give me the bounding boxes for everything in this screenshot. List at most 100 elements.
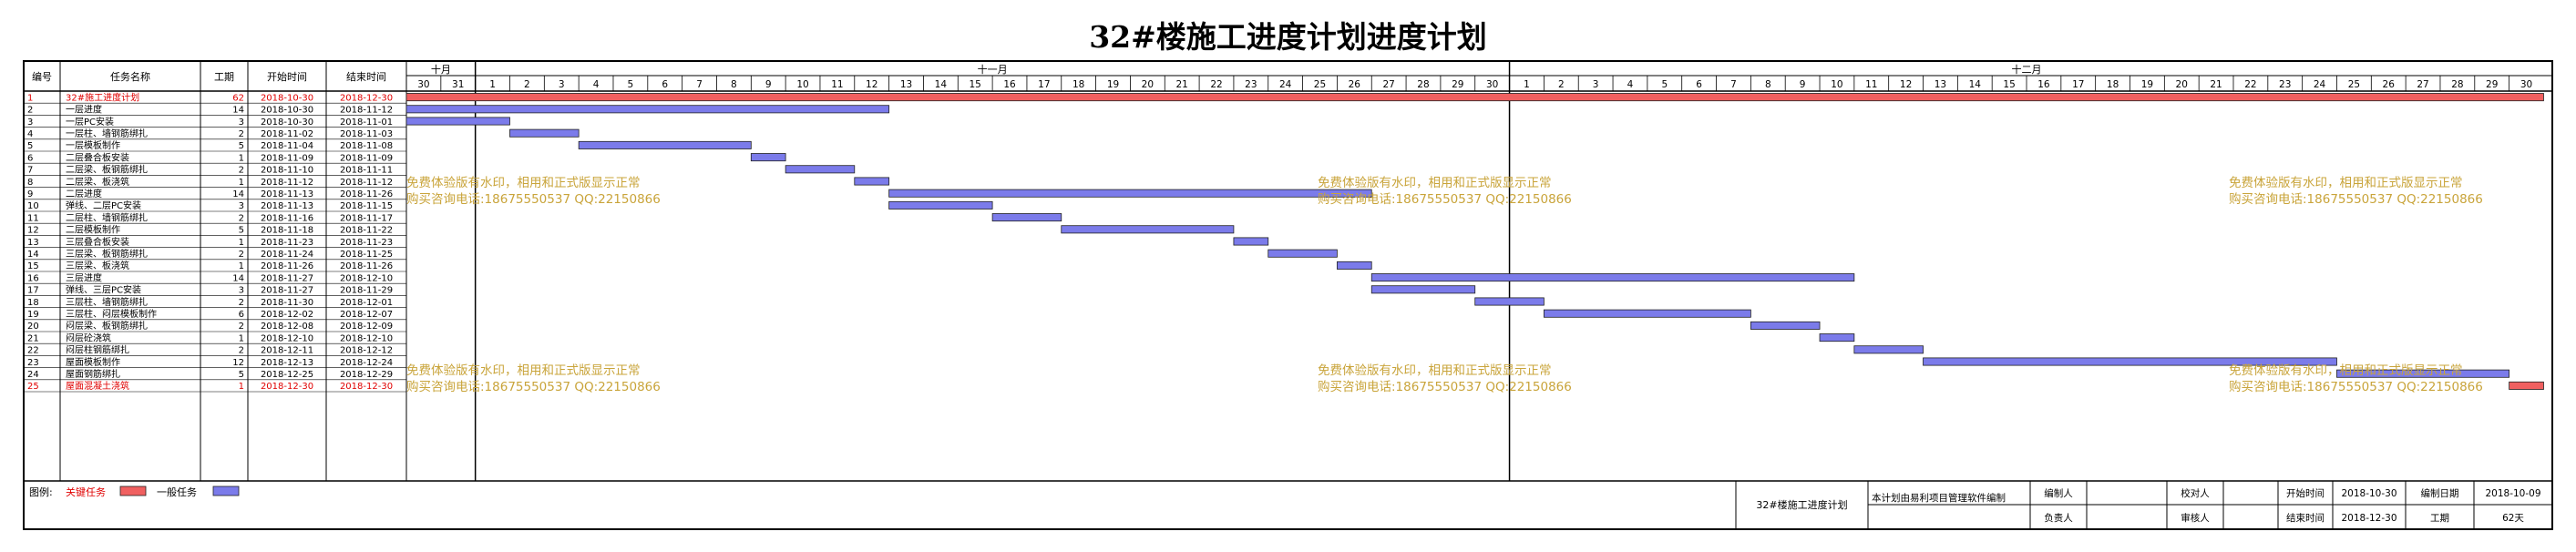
task-end: 2018-12-30 bbox=[340, 93, 393, 103]
gantt-bar bbox=[405, 105, 890, 114]
gantt-bar bbox=[1853, 345, 1924, 354]
task-start: 2018-12-08 bbox=[261, 322, 313, 332]
day-label: 13 bbox=[900, 79, 912, 90]
task-start: 2018-12-30 bbox=[261, 382, 313, 392]
gantt-bar bbox=[1337, 261, 1372, 270]
task-start: 2018-12-10 bbox=[261, 333, 313, 343]
task-duration: 3 bbox=[239, 118, 244, 128]
task-id: 21 bbox=[27, 333, 39, 343]
day-label: 2 bbox=[524, 79, 530, 90]
day-label: 7 bbox=[1730, 79, 1737, 90]
task-end: 2018-11-15 bbox=[340, 201, 393, 211]
task-name: 一层进度 bbox=[66, 104, 102, 116]
watermark-text: 免费体验版有水印，相用和正式版显示正常 bbox=[1318, 363, 1552, 378]
legend-normal-label: 一般任务 bbox=[157, 486, 197, 498]
column-header-start: 开始时间 bbox=[267, 70, 307, 83]
day-label: 1 bbox=[489, 79, 496, 90]
day-label: 19 bbox=[1107, 79, 1119, 90]
gantt-bar bbox=[2336, 369, 2510, 378]
task-end: 2018-12-01 bbox=[340, 298, 393, 308]
task-end: 2018-11-09 bbox=[340, 153, 393, 163]
day-label: 20 bbox=[1142, 79, 1154, 90]
gantt-bar bbox=[1233, 237, 1269, 246]
task-id: 15 bbox=[27, 261, 39, 271]
task-name: 三层进度 bbox=[66, 271, 102, 283]
task-id: 8 bbox=[27, 178, 33, 188]
task-id: 24 bbox=[27, 370, 39, 380]
task-name: 32#施工进度计划 bbox=[66, 91, 139, 103]
day-label: 14 bbox=[935, 79, 948, 90]
task-start: 2018-11-09 bbox=[261, 153, 313, 163]
task-duration: 5 bbox=[239, 141, 244, 151]
task-duration: 2 bbox=[239, 166, 244, 176]
footer-start-value: 2018-10-30 bbox=[2341, 488, 2396, 499]
task-name: 三层叠合板安装 bbox=[66, 236, 129, 248]
task-id: 10 bbox=[27, 201, 39, 211]
legend-critical-label: 关键任务 bbox=[66, 486, 106, 498]
watermark-text: 免费体验版有水印，相用和正式版显示正常 bbox=[406, 363, 641, 378]
day-label: 5 bbox=[1661, 79, 1668, 90]
task-end: 2018-12-10 bbox=[340, 273, 393, 283]
day-label: 25 bbox=[1314, 79, 1326, 90]
gantt-bar bbox=[405, 93, 2544, 102]
day-label: 7 bbox=[696, 79, 703, 90]
task-end: 2018-11-11 bbox=[340, 166, 393, 176]
day-label: 30 bbox=[2520, 79, 2532, 90]
task-end: 2018-12-09 bbox=[340, 322, 393, 332]
day-label: 18 bbox=[1072, 79, 1084, 90]
task-end: 2018-11-26 bbox=[340, 189, 393, 199]
task-id: 17 bbox=[27, 286, 39, 296]
footer-compiler-label: 编制人 bbox=[2044, 487, 2073, 499]
task-name: 弹线、二层PC安装 bbox=[66, 199, 141, 211]
day-label: 28 bbox=[2451, 79, 2463, 90]
task-id: 12 bbox=[27, 226, 39, 236]
task-start: 2018-11-23 bbox=[261, 238, 313, 248]
task-name: 三层柱、墙钢筋绑扎 bbox=[66, 296, 148, 308]
task-end: 2018-11-22 bbox=[340, 226, 393, 236]
task-end: 2018-12-29 bbox=[340, 370, 393, 380]
watermark-text: 购买咨询电话:18675550537 QQ:22150866 bbox=[1318, 380, 1572, 394]
task-end: 2018-11-29 bbox=[340, 286, 393, 296]
month-label: 十二月 bbox=[2012, 63, 2042, 76]
task-duration: 1 bbox=[239, 382, 244, 392]
task-end: 2018-11-12 bbox=[340, 106, 393, 116]
day-label: 17 bbox=[2072, 79, 2084, 90]
task-duration: 14 bbox=[232, 273, 244, 283]
day-label: 26 bbox=[1349, 79, 1361, 90]
task-start: 2018-11-26 bbox=[261, 261, 313, 271]
day-label: 12 bbox=[866, 79, 877, 90]
chart-title: 32#楼施工进度计划进度计划 bbox=[1089, 19, 1487, 55]
task-duration: 6 bbox=[239, 310, 244, 320]
legend-label: 图例: bbox=[29, 486, 53, 498]
day-label: 16 bbox=[1003, 79, 1016, 90]
gantt-bar bbox=[888, 200, 993, 210]
watermark-text: 购买咨询电话:18675550537 QQ:22150866 bbox=[1318, 192, 1572, 207]
task-start: 2018-12-02 bbox=[261, 310, 313, 320]
task-duration: 5 bbox=[239, 370, 244, 380]
task-duration: 2 bbox=[239, 346, 244, 356]
task-duration: 14 bbox=[232, 189, 244, 199]
task-name: 二层柱、墙钢筋绑扎 bbox=[66, 211, 148, 223]
task-start: 2018-11-10 bbox=[261, 166, 313, 176]
task-name: 屋面混凝土浇筑 bbox=[66, 380, 129, 392]
task-id: 19 bbox=[27, 310, 39, 320]
day-label: 4 bbox=[1627, 79, 1634, 90]
column-header-index: 编号 bbox=[32, 70, 52, 83]
day-label: 16 bbox=[2037, 79, 2050, 90]
day-label: 24 bbox=[2314, 79, 2326, 90]
task-id: 7 bbox=[27, 166, 33, 176]
task-end: 2018-11-26 bbox=[340, 261, 393, 271]
task-start: 2018-12-11 bbox=[261, 346, 313, 356]
task-id: 9 bbox=[27, 189, 33, 199]
legend-normal-swatch bbox=[212, 486, 240, 496]
task-end: 2018-11-23 bbox=[340, 238, 393, 248]
gantt-bar bbox=[509, 128, 580, 138]
task-duration: 2 bbox=[239, 213, 244, 223]
gantt-bar bbox=[785, 165, 856, 174]
task-end: 2018-11-01 bbox=[340, 118, 393, 128]
gantt-bar bbox=[750, 153, 786, 162]
month-label: 十月 bbox=[431, 63, 451, 76]
task-name: 二层叠合板安装 bbox=[66, 151, 129, 163]
task-name: 闷层梁、板钢筋绑扎 bbox=[66, 320, 148, 332]
task-start: 2018-12-13 bbox=[261, 358, 313, 368]
